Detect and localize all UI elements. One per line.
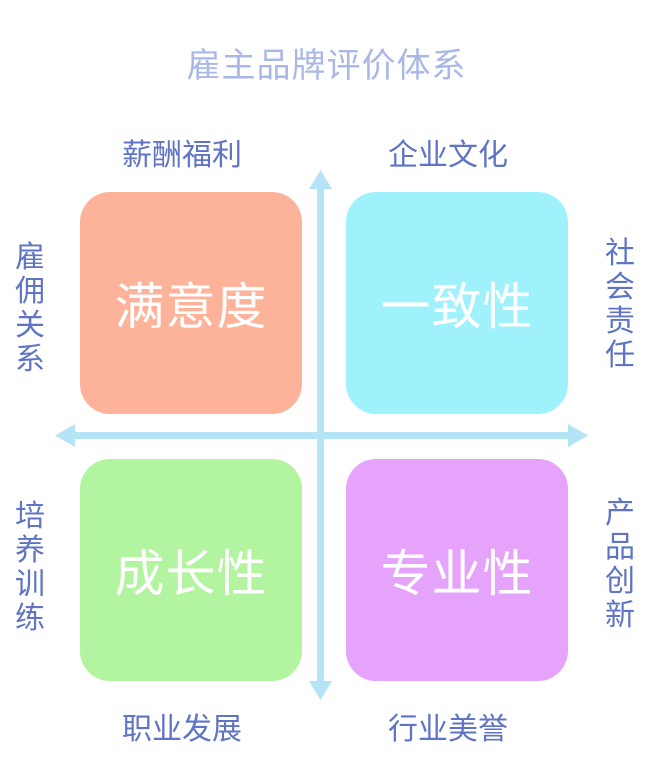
quadrant-satisfaction-label: 满意度 <box>114 278 268 336</box>
label-salary-benefits: 薪酬福利 <box>122 138 242 173</box>
arrow-down-icon <box>309 681 332 700</box>
arrow-right-icon <box>568 424 588 447</box>
page-title: 雇主品牌评价体系 <box>186 46 467 86</box>
label-cultivation-training: 培养训练 <box>15 499 45 636</box>
quadrant-satisfaction: 满意度 <box>80 192 302 414</box>
label-employment-relations: 雇佣关系 <box>15 240 45 377</box>
quadrant-consistency-label: 一致性 <box>380 278 534 336</box>
label-corporate-culture: 企业文化 <box>388 138 508 173</box>
arrow-up-icon <box>309 170 332 189</box>
label-product-innovation: 产品创新 <box>605 496 635 633</box>
label-career-development: 职业发展 <box>122 712 242 747</box>
label-social-responsibility: 社会责任 <box>605 236 635 373</box>
horizontal-axis <box>72 432 569 439</box>
quadrant-consistency: 一致性 <box>346 192 568 414</box>
quadrant-growth-label: 成长性 <box>114 545 268 603</box>
arrow-left-icon <box>55 424 75 447</box>
quadrant-professionalism-label: 专业性 <box>380 545 534 603</box>
quadrant-professionalism: 专业性 <box>346 459 568 681</box>
label-industry-reputation: 行业美誉 <box>388 712 508 747</box>
quadrant-growth: 成长性 <box>80 459 302 681</box>
